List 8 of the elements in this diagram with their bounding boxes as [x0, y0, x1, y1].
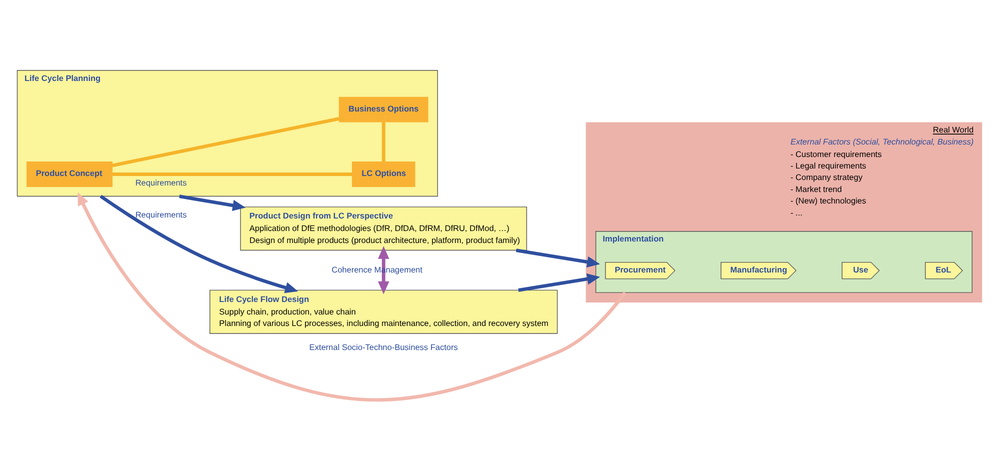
arrow [99, 194, 298, 293]
connector [381, 121, 385, 162]
arrow [518, 272, 600, 292]
connector [112, 116, 339, 167]
arrow [377, 246, 389, 294]
arrow [77, 192, 626, 402]
connector [112, 172, 352, 176]
arrow [515, 248, 600, 268]
